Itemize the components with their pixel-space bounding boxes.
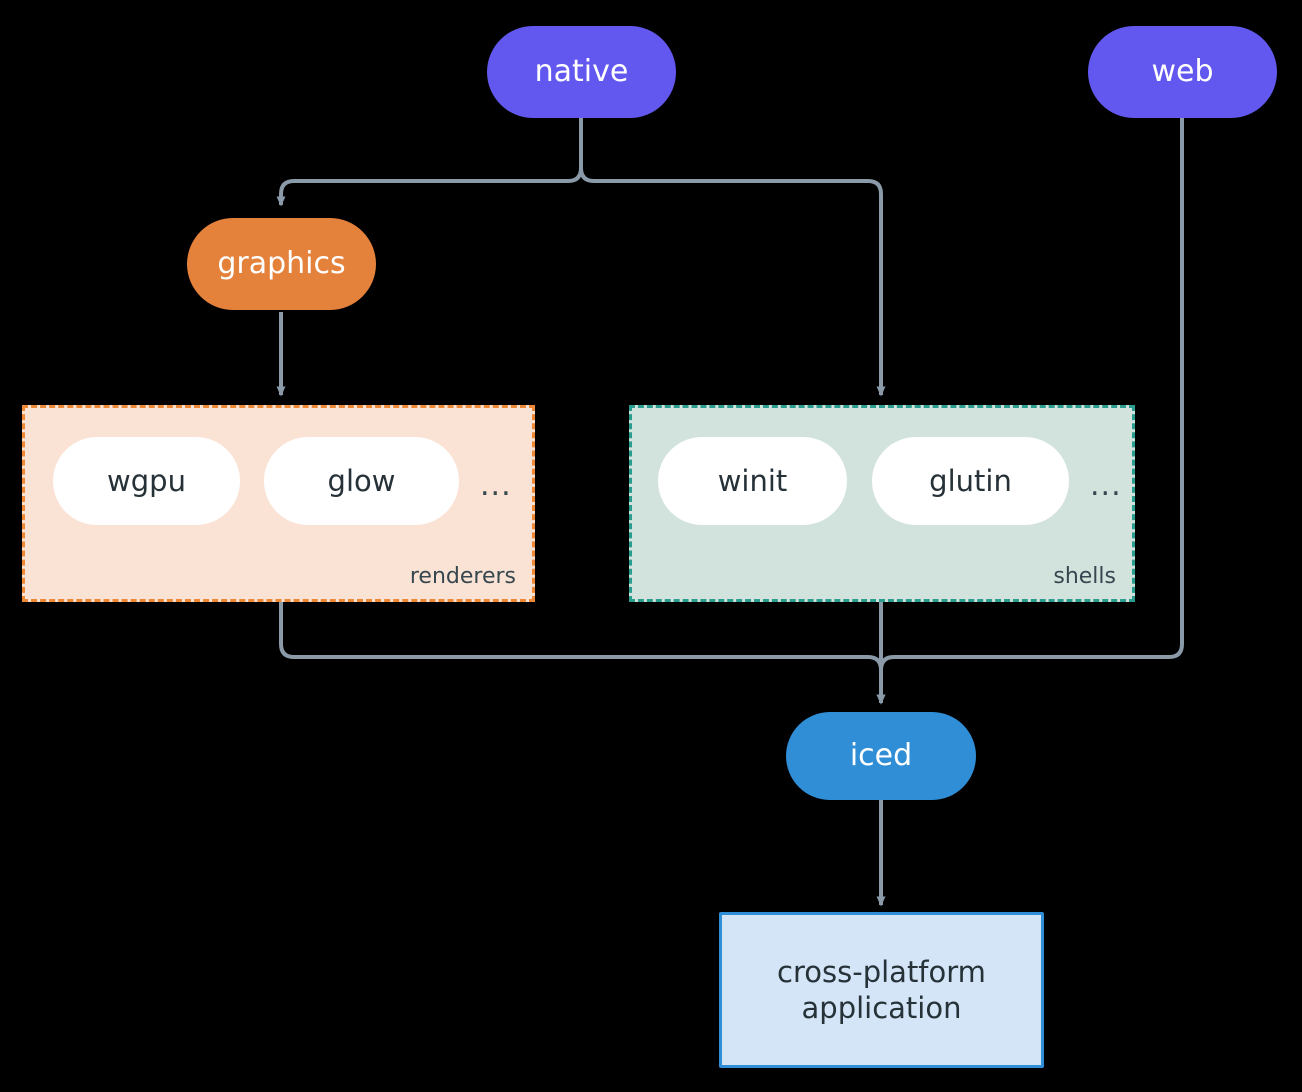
node-glutin[interactable]: glutin bbox=[872, 437, 1069, 525]
node-winit[interactable]: winit bbox=[658, 437, 847, 525]
shells-ellipsis: ... bbox=[1090, 468, 1122, 503]
node-graphics[interactable]: graphics bbox=[187, 218, 376, 310]
cluster-shells-label: shells bbox=[1053, 564, 1116, 589]
node-glow[interactable]: glow bbox=[264, 437, 459, 525]
node-wgpu[interactable]: wgpu bbox=[53, 437, 240, 525]
edge-renderers-to-iced bbox=[279, 602, 886, 705]
node-glutin-label: glutin bbox=[929, 463, 1012, 498]
node-web[interactable]: web bbox=[1088, 26, 1277, 118]
node-application-line1: cross-platform bbox=[777, 954, 986, 989]
node-winit-label: winit bbox=[717, 463, 788, 498]
node-native[interactable]: native bbox=[487, 26, 676, 118]
renderers-ellipsis: ... bbox=[480, 468, 512, 503]
node-glow-label: glow bbox=[327, 463, 396, 498]
node-application[interactable]: cross-platform application bbox=[719, 912, 1044, 1068]
cluster-shells: winit glutin ... shells bbox=[629, 405, 1135, 602]
edge-native-to-graphics bbox=[276, 116, 583, 207]
node-iced[interactable]: iced bbox=[786, 712, 976, 800]
node-application-line2: application bbox=[801, 991, 962, 1025]
node-wgpu-label: wgpu bbox=[107, 463, 186, 498]
cluster-renderers: wgpu glow ... renderers bbox=[22, 405, 535, 602]
edge-native-to-shells bbox=[579, 116, 886, 397]
node-web-label: web bbox=[1151, 54, 1214, 90]
node-native-label: native bbox=[534, 54, 629, 90]
cluster-renderers-label: renderers bbox=[409, 564, 516, 589]
node-iced-label: iced bbox=[849, 738, 913, 774]
node-graphics-label: graphics bbox=[217, 246, 346, 282]
